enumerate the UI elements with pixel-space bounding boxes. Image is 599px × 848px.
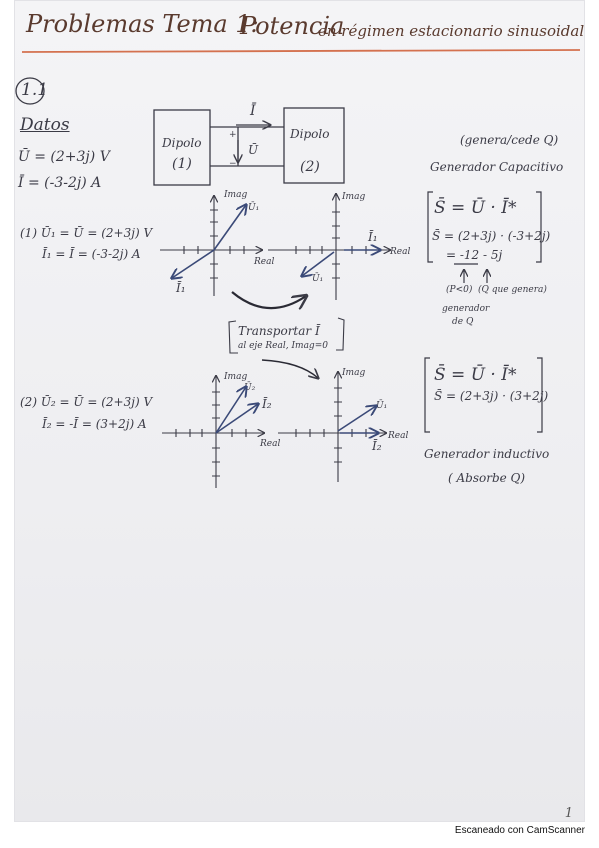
circuit-diagram [153,107,345,186]
case2-eq1: S̄ = Ū · Ī* [434,365,517,385]
case2-result-bracket [424,357,543,433]
case1-eq1: S̄ = Ū · Ī* [434,198,517,218]
d3-u2-label: Ū₂ [244,383,256,393]
case1-annot-q: (Q que genera) [478,285,547,295]
circuit-minus: − [229,159,237,169]
transport-arrow-bottom [261,359,318,378]
case1-eq2: S̄ = (2+3j) · (-3+2j) [432,229,551,243]
page-number: 1 [564,806,573,821]
case2-current: Ī₂ = -Ī = (3+2j) A [42,417,147,431]
diagram1-axes [160,196,262,296]
case2-eq2: S̄ = (2+3j) · (3+2j) [434,389,549,403]
dipolo-1-label: Dipolo [162,136,202,150]
case2-voltage: (2) Ū₂ = Ū = (2+3j) V [20,395,153,409]
transport-note-bracket [228,317,345,354]
case1-voltage: (1) Ū₁ = Ū = (2+3j) V [20,226,153,240]
d4-imag-label: Imag [342,368,366,378]
d3-i2-vector [215,404,258,434]
d2-imag-label: Imag [342,192,366,202]
case1-annot-p: (P<0) [446,285,473,295]
transport-note-line2: al eje Real, Imag=0 [238,341,328,351]
case1-annot-q2: de Q [452,317,474,327]
case1-result-bracket [427,191,542,283]
d3-i2-label: Ī₂ [262,397,272,411]
d3-real-label: Real [260,439,281,449]
d1-u1-label: Ū₁ [248,203,260,213]
diagram3-axes [162,376,264,488]
diagram4-axes [278,372,386,482]
paper-sheet [14,0,585,822]
dipolo-1-number: (1) [172,156,192,172]
d3-u2-vector [215,387,246,434]
case1-note-top: (genera/cede Q) [460,133,559,147]
datos-voltage: Ū = (2+3j) V [18,149,110,165]
scanner-footer: Escaneado con CamScanner [454,825,585,836]
case1-type: Generador Capacitivo [430,160,564,174]
d2-real-label: Real [390,247,411,257]
dipolo-2-number: (2) [300,159,320,175]
d2-i1-label: Ī₁ [368,230,378,244]
d4-i2-label: Ī₂ [372,439,382,453]
page-title-topic: Potencia [240,12,345,40]
circuit-voltage-label: Ū [248,143,259,157]
case1-eq3: = -12 - 5j [446,248,503,262]
circuit-plus: + [229,130,237,140]
problem-number: 1.1 [21,80,49,100]
d1-real-label: Real [254,257,275,267]
d1-i1-label: Ī₁ [176,281,186,295]
page-title-subtitle: en régimen estacionario sinusoidal [318,22,585,40]
datos-heading: Datos [20,115,70,135]
d3-imag-label: Imag [224,372,248,382]
d4-real-label: Real [388,431,409,441]
case2-absorbs: ( Absorbe Q) [448,471,526,485]
title-underline [21,49,581,53]
d2-u1-vector [302,251,335,276]
d4-u1-vector [337,406,376,432]
d1-u1-vector [213,205,246,251]
problem-number-circle [15,77,45,105]
case1-annot-gen: generador [442,304,490,314]
dipolo-2-label: Dipolo [290,127,330,141]
page-title: Problemas Tema 1: [26,10,259,38]
transport-arrow-top [231,291,306,308]
d4-u1-label: Ū₁ [376,401,388,411]
case1-current: Ī₁ = Ī = (-3-2j) A [42,247,141,261]
diagram2-axes [268,194,390,300]
d1-imag-label: Imag [224,190,248,200]
transport-note-line1: Transportar Ī [238,324,320,338]
circuit-current-label: Ī [250,103,256,119]
d2-u1-label: Ū₁ [312,274,324,284]
datos-current: Ī = (-3-2j) A [18,175,102,191]
case2-type: Generador inductivo [424,447,550,461]
d1-i1-vector [172,249,215,278]
